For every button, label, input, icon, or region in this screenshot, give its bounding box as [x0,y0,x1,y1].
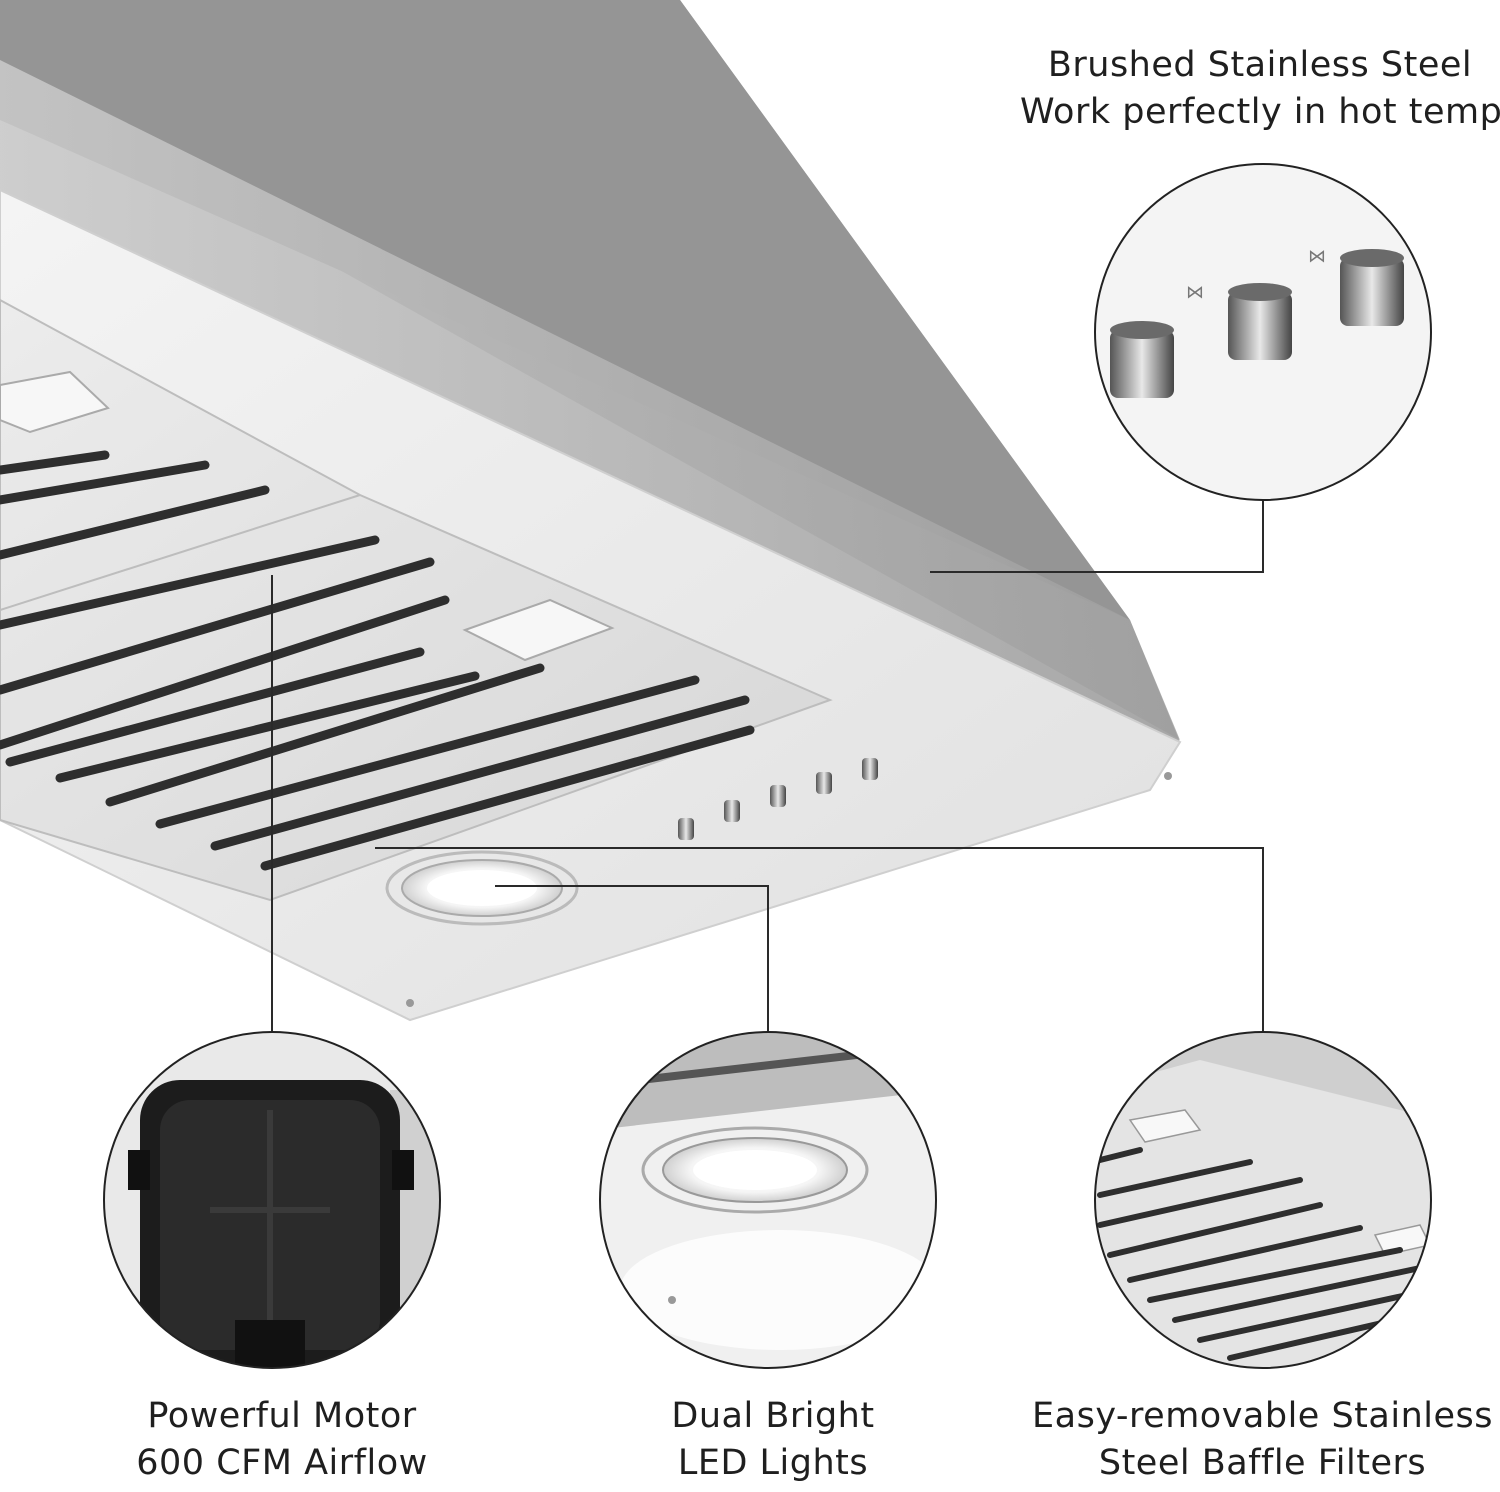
led-detail-circle [599,1031,937,1369]
caption-brushed-steel: Brushed Stainless Steel Work perfectly i… [1020,42,1500,136]
callout-lines [271,500,1264,1032]
caption-steel-line1: Brushed Stainless Steel [1047,45,1473,85]
filters-detail-circle [1094,1031,1432,1369]
caption-motor-line1: Powerful Motor [147,1396,417,1436]
caption-powerful-motor: Powerful Motor 600 CFM Airflow [92,1393,472,1487]
caption-led-lights: Dual Bright LED Lights [578,1393,968,1487]
caption-led-line1: Dual Bright [671,1396,875,1436]
caption-baffle-filters: Easy-removable Stainless Steel Baffle Fi… [1025,1393,1500,1487]
caption-motor-line2: 600 CFM Airflow [136,1443,428,1483]
svg-text:⋈: ⋈ [1186,282,1204,303]
caption-steel-line2: Work perfectly in hot temp [1020,92,1500,132]
range-hood-body [0,0,1182,1022]
knobs-detail-circle: ⋈ ⋈ [1094,163,1432,501]
caption-filters-line1: Easy-removable Stainless [1032,1396,1493,1436]
caption-filters-line2: Steel Baffle Filters [1098,1443,1427,1483]
led-light [385,850,579,926]
baffle-slots [0,450,755,871]
motor-detail-circle [103,1031,441,1369]
control-knobs [678,758,878,840]
caption-led-line2: LED Lights [677,1443,869,1483]
svg-text:⋈: ⋈ [1308,246,1326,267]
